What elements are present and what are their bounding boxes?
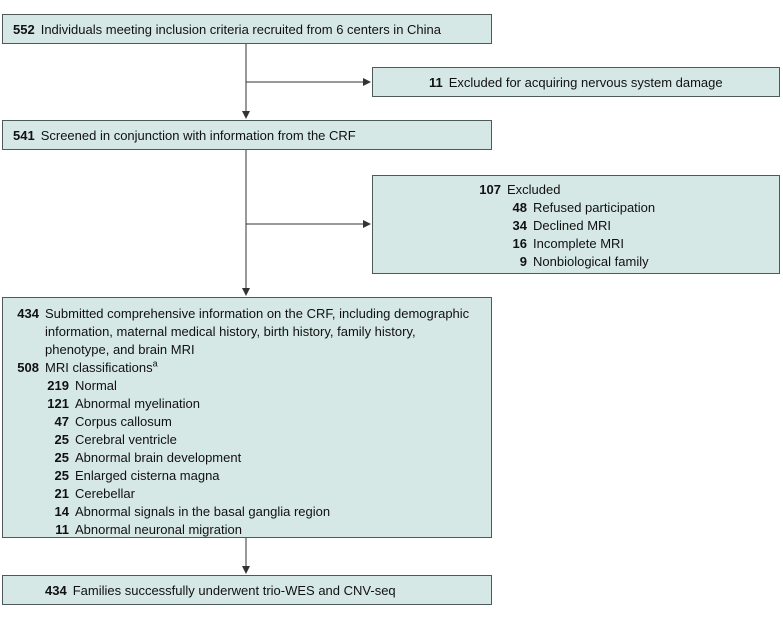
final-families-box: 434 Families successfully underwent trio…: [2, 575, 492, 605]
label: Abnormal brain development: [75, 450, 242, 465]
label-continued: phenotype, and brain MRI: [45, 342, 195, 357]
count: 9: [519, 254, 527, 269]
count: 25: [54, 468, 69, 483]
footnote-marker: a: [152, 358, 158, 369]
count: 34: [512, 218, 527, 233]
count: 434: [17, 306, 39, 321]
count: 21: [54, 486, 69, 501]
count: 508: [17, 360, 39, 375]
exclusion-box-2: 107 Excluded 48 Refused participation 34 D…: [372, 175, 780, 274]
recruitment-box: 552 Individuals meeting inclusion criter…: [2, 14, 492, 44]
count: 219: [47, 378, 69, 393]
count: 16: [512, 236, 527, 251]
label: Submitted comprehensive information on t…: [45, 306, 470, 321]
count: 25: [54, 432, 69, 447]
label: Corpus callosum: [75, 414, 172, 429]
label: Cerebellar: [75, 486, 135, 501]
label: Abnormal myelination: [75, 396, 201, 411]
count: 11: [55, 522, 69, 537]
label-continued: information, maternal medical history, b…: [45, 324, 416, 339]
label: Incomplete MRI: [533, 236, 625, 251]
count: 11: [429, 75, 443, 90]
count: 121: [47, 396, 69, 411]
label: Enlarged cisterna magna: [75, 468, 220, 483]
label: Excluded for acquiring nervous system da…: [448, 75, 723, 90]
label: Normal: [75, 378, 117, 393]
mri-classifications-label: MRI classificationsa: [45, 358, 158, 375]
count: 107: [479, 182, 501, 197]
comprehensive-info-box: 434 Submitted comprehensive information …: [2, 297, 492, 538]
count: 48: [512, 200, 527, 215]
label: Individuals meeting inclusion criteria r…: [40, 22, 441, 37]
label: Abnormal signals in the basal ganglia re…: [75, 504, 331, 519]
label: Declined MRI: [533, 218, 612, 233]
count: 14: [54, 504, 69, 519]
label: Cerebral ventricle: [75, 432, 177, 447]
count: 541: [13, 128, 35, 143]
label: Abnormal neuronal migration: [75, 522, 242, 537]
label: Refused participation: [533, 200, 656, 215]
exclusion-box-1: 11 Excluded for acquiring nervous system…: [372, 67, 780, 97]
screening-box: 541 Screened in conjunction with informa…: [2, 120, 492, 150]
count: 25: [54, 450, 69, 465]
label: Screened in conjunction with information…: [40, 128, 356, 143]
count: 434: [45, 583, 67, 598]
label: Excluded: [507, 182, 561, 197]
label: Families successfully underwent trio-WES…: [72, 583, 396, 598]
count: 552: [13, 22, 35, 37]
label: Nonbiological family: [533, 254, 649, 269]
count: 47: [54, 414, 69, 429]
